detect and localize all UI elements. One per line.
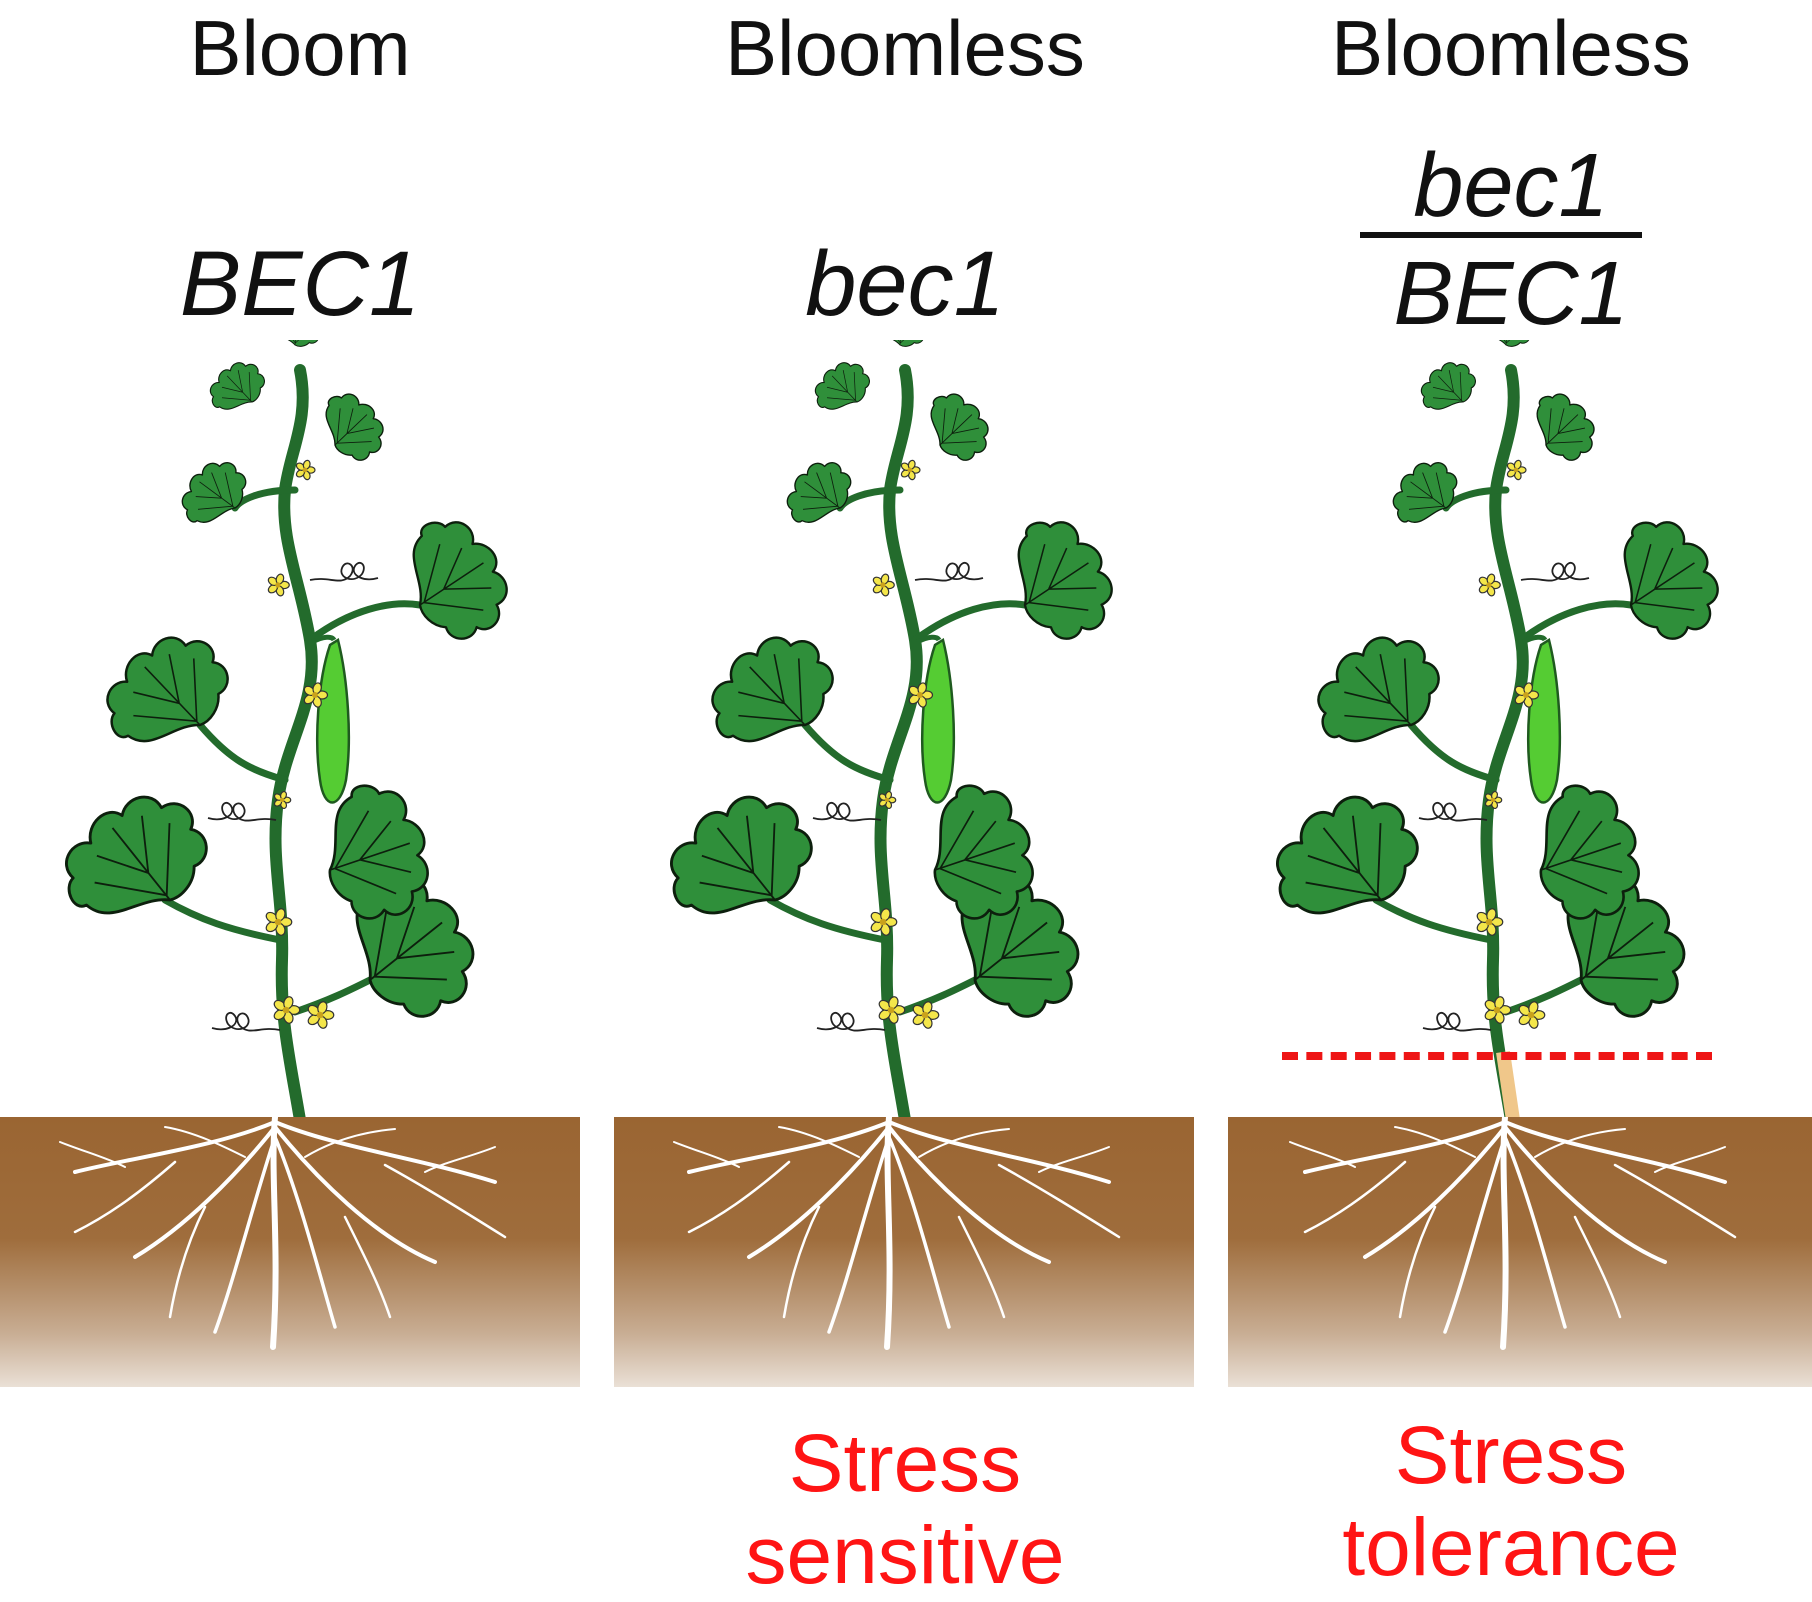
flower-icon	[303, 682, 329, 708]
cucumber-plant-icon	[65, 340, 508, 1120]
tendril-icon	[309, 561, 379, 582]
stress-line-2: sensitive	[745, 1510, 1065, 1601]
leaf-icon	[1392, 462, 1458, 523]
genotype-label: bec1	[805, 233, 1005, 335]
cucumber-fruit	[316, 638, 351, 804]
phenotype-label: Bloom	[189, 4, 411, 92]
leaf-icon	[930, 393, 989, 461]
stress-response-label: Stress tolerance	[1210, 1410, 1812, 1594]
graft-scion-genotype: bec1	[1413, 136, 1609, 236]
genotype-label: BEC1	[179, 233, 421, 335]
root-system-icon	[673, 1117, 1121, 1350]
leaf-icon	[1539, 784, 1640, 920]
root-system-icon	[1289, 1117, 1737, 1350]
panel-bloomless-grafted: Bloomless bec1 BEC1 Stress tolerance	[1210, 0, 1812, 1598]
leaf-icon	[1623, 521, 1719, 640]
leaf-icon	[106, 636, 229, 743]
flower-icon	[878, 790, 897, 810]
phenotype-label: Bloomless	[1331, 4, 1691, 92]
cucumber-plant-icon	[1276, 340, 1719, 1120]
leaf-icon	[933, 784, 1034, 920]
leaf-icon	[325, 393, 384, 461]
stress-response-label: Stress sensitive	[600, 1418, 1210, 1602]
tendril-icon	[914, 561, 984, 582]
stress-line-2: tolerance	[1342, 1502, 1680, 1593]
graft-rootstock-genotype: BEC1	[1393, 244, 1629, 344]
leaf-icon	[65, 795, 208, 915]
leaf-icon	[711, 636, 834, 743]
graft-junction-line	[1282, 1052, 1712, 1060]
tendril-icon	[1520, 561, 1590, 582]
tendril-icon	[207, 801, 277, 822]
stem	[874, 364, 923, 1120]
tendril-icon	[1418, 801, 1488, 822]
cucumber-fruit	[1527, 638, 1562, 804]
flower-icon	[870, 908, 898, 936]
tendril-icon	[816, 1011, 886, 1032]
leaf-icon	[786, 462, 852, 523]
leaf-icon	[412, 521, 508, 640]
leaf-icon	[181, 462, 247, 523]
leaf-icon	[1317, 636, 1440, 743]
rootstock-stem	[1496, 1050, 1520, 1120]
leaf-icon	[1481, 340, 1533, 347]
leaf-icon	[875, 340, 927, 347]
flower-icon	[273, 790, 292, 810]
cucumber-plant-icon	[670, 340, 1113, 1120]
flower-icon	[265, 908, 293, 936]
flower-icon	[1484, 790, 1503, 810]
leaf-icon	[270, 340, 322, 347]
leaf-icon	[1017, 521, 1113, 640]
panel-bloomless-mutant: Bloomless bec1 Stress sensitive	[600, 0, 1210, 1601]
flower-icon	[1478, 573, 1501, 597]
stem	[1480, 364, 1529, 1120]
leaf-icon	[1276, 795, 1419, 915]
flower-icon	[1476, 908, 1504, 936]
flower-icon	[295, 459, 316, 481]
panel-bloom-wildtype: Bloom BEC1	[0, 0, 600, 1598]
cucumber-fruit	[921, 638, 956, 804]
stress-line-1: Stress	[1394, 1410, 1628, 1501]
fraction-bar	[1360, 232, 1642, 238]
stress-line-1: Stress	[788, 1418, 1022, 1509]
tendril-icon	[1422, 1011, 1492, 1032]
flower-icon	[273, 996, 301, 1024]
flower-icon	[307, 1001, 335, 1029]
soil-block	[0, 1117, 580, 1387]
flower-icon	[878, 996, 906, 1024]
flower-icon	[912, 1001, 940, 1029]
leaf-icon	[1420, 362, 1476, 410]
leaf-icon	[670, 795, 813, 915]
leaf-icon	[814, 362, 870, 410]
leaf-icon	[209, 362, 265, 410]
flower-icon	[1506, 459, 1527, 481]
stem	[269, 364, 318, 1120]
tendril-icon	[812, 801, 882, 822]
flower-icon	[1484, 996, 1512, 1024]
soil-block	[1228, 1117, 1812, 1387]
flower-icon	[1518, 1001, 1546, 1029]
flower-icon	[267, 573, 290, 597]
leaf-icon	[1536, 393, 1595, 461]
flower-icon	[1514, 682, 1540, 708]
leaf-icon	[328, 784, 429, 920]
tendril-icon	[211, 1011, 281, 1032]
root-system-icon	[59, 1117, 507, 1350]
phenotype-label: Bloomless	[725, 4, 1085, 92]
soil-block	[614, 1117, 1194, 1387]
flower-icon	[872, 573, 895, 597]
flower-icon	[900, 459, 921, 481]
flower-icon	[908, 682, 934, 708]
